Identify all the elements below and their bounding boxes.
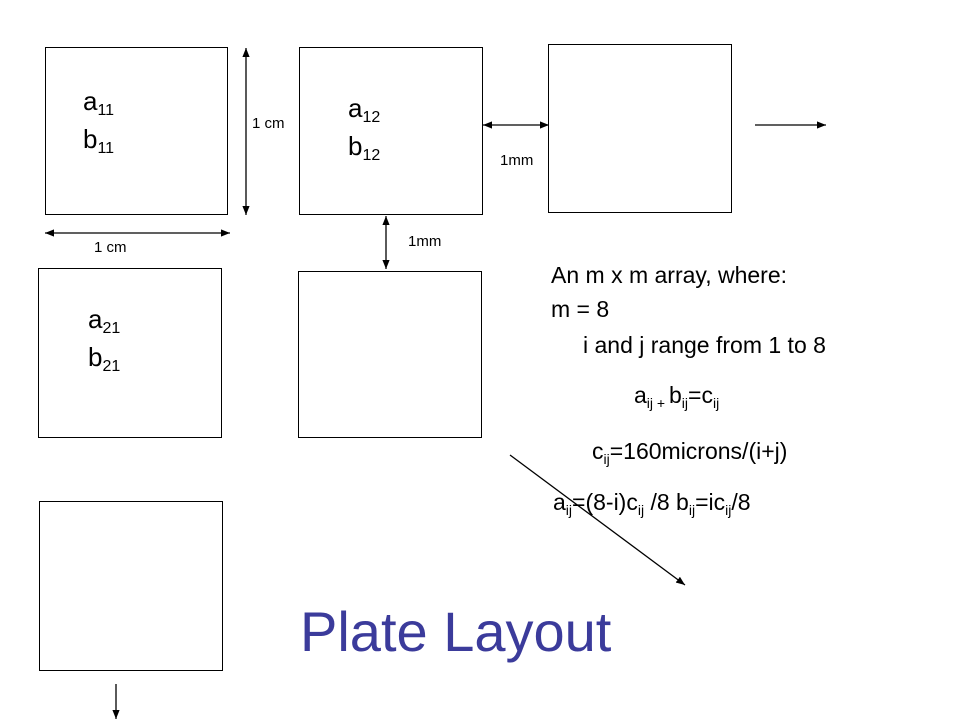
- plate-2-2: [298, 271, 482, 438]
- formula-ab-definition: aij=(8-i)cij /8 bij=icij/8: [553, 489, 751, 518]
- cell-a11-label-b: b11: [83, 124, 115, 157]
- plate-3-1: [39, 501, 223, 671]
- cell-a21-label-a: a21: [88, 304, 121, 337]
- slide-title: Plate Layout: [300, 600, 612, 663]
- formula-c-definition: cij=160microns/(i+j): [592, 438, 788, 467]
- cell-a21-label-b: b21: [88, 342, 121, 375]
- cell-a12-label-b: b12: [348, 131, 381, 164]
- plate-width-label: 1 cm: [94, 239, 127, 256]
- plate-1-2: [299, 47, 483, 215]
- cell-a11-label-a: a11: [83, 86, 115, 119]
- plate-height-label: 1 cm: [252, 115, 285, 132]
- gap-horizontal-label: 1mm: [500, 152, 534, 169]
- gap-vertical-label: 1mm: [408, 233, 442, 250]
- formula-sum: aij + bij=cij: [634, 382, 720, 411]
- description-line-1: An m x m array, where:: [551, 262, 788, 288]
- cell-a12-label-a: a12: [348, 93, 381, 126]
- plate-2-1: [38, 268, 222, 438]
- plate-1-1: [45, 47, 228, 215]
- diagonal-continues-arrow: [509, 454, 686, 586]
- description-line-2: m = 8: [551, 296, 610, 322]
- description-line-3: i and j range from 1 to 8: [583, 332, 826, 358]
- plate-1-3: [548, 44, 732, 213]
